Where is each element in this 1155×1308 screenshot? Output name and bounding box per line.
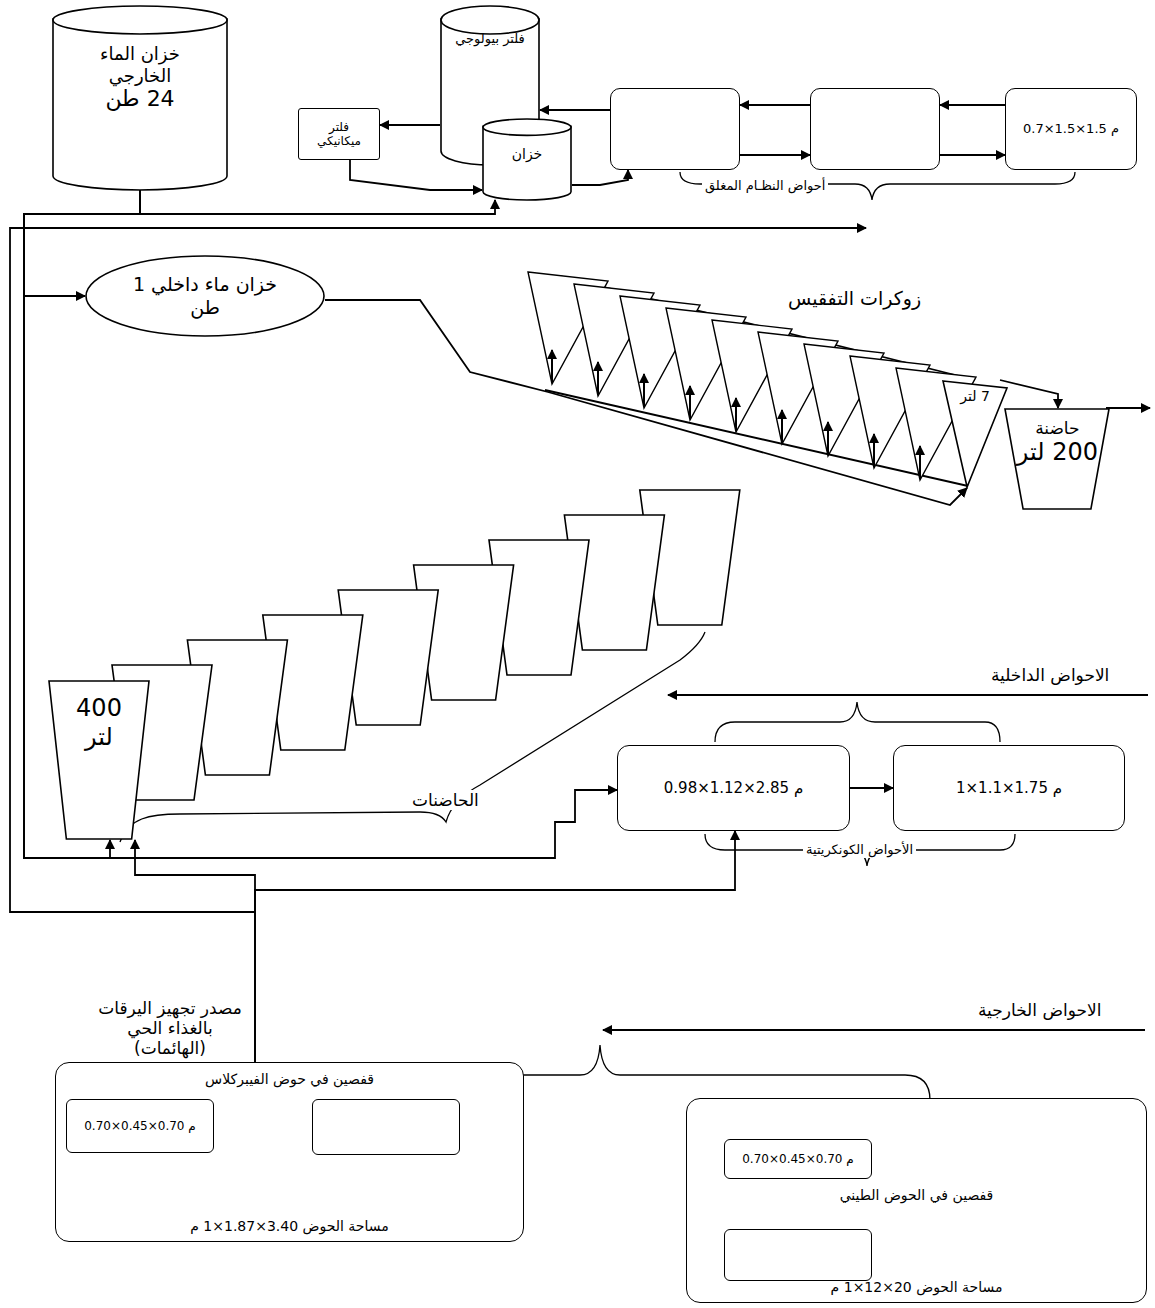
- incubator-shape: [1005, 409, 1109, 509]
- outlet-arrow: [1106, 407, 1150, 409]
- bio-filter-shape: [441, 6, 539, 34]
- node-text: قفصين في الحوض الطيني: [687, 1187, 1146, 1204]
- tank-shape: [483, 119, 571, 135]
- concrete-pond: 1×1.1×1.75 م: [893, 745, 1125, 831]
- closed-pond: [610, 88, 740, 170]
- pipe-connector: [325, 300, 967, 505]
- hatching-jar-shape: [943, 381, 1007, 487]
- node-text: خزان ماء داخلي 1 طن: [120, 273, 290, 319]
- pipe-connector: [740, 104, 810, 106]
- group-brace: [715, 702, 1000, 742]
- pipe-connector: [24, 190, 617, 858]
- node-text: مساحة الحوض 20×12×1 م: [687, 1279, 1146, 1296]
- node-text: 0.70×0.45×0.70 م: [84, 1119, 196, 1133]
- inflow-arrow: [919, 446, 921, 478]
- inner-tank-shape: [86, 256, 324, 336]
- hatching-jar: 7 لتر: [942, 380, 1008, 488]
- node-text: مساحة الحوض 3.40×1.87×1 م: [56, 1218, 523, 1235]
- inflow-arrow: [735, 398, 737, 430]
- inflow-arrow: [873, 434, 875, 466]
- inflow-arrow: [781, 410, 783, 442]
- pipe-connector: [850, 787, 893, 789]
- water-tank: خزان الماء الخارجي24 طن: [52, 5, 228, 190]
- pipe-connector: [540, 109, 610, 111]
- node-text: فلتر ميكانيكي: [306, 120, 372, 149]
- inflow-arrow: [689, 386, 691, 418]
- group-brace: [680, 172, 1075, 200]
- pipe-connector: [140, 190, 495, 214]
- group-label: الاحواض الداخلية: [988, 665, 1112, 685]
- concrete-pond: 0.98×1.12×2.85 م: [617, 745, 850, 831]
- node-text: حاضنة: [1035, 418, 1079, 438]
- inner-tank: خزان ماء داخلي 1 طن: [85, 255, 325, 337]
- incubator-shape: [49, 681, 149, 839]
- mud-pond: قفصين في الحوض الطيني مساحة الحوض 20×12×1…: [686, 1098, 1147, 1303]
- node-text: 1×1.1×1.75 م: [956, 779, 1062, 797]
- water-tank-shape: [53, 6, 227, 34]
- node-text: 24 طن: [105, 86, 174, 112]
- node-text: 0.70×0.45×0.70 م: [742, 1152, 854, 1166]
- node-text: خزان: [512, 146, 543, 163]
- cage: [312, 1099, 460, 1155]
- pipe-connector: [940, 104, 1005, 106]
- cage: 0.70×0.45×0.70 م: [66, 1099, 214, 1153]
- tank-shape: [483, 126, 571, 200]
- pipe-connector: [255, 831, 735, 1062]
- mechanical-filter: فلتر ميكانيكي: [298, 108, 380, 160]
- pipe-connector: [350, 160, 482, 190]
- fiberglass-pond: قفصين في حوض الفيبركلاس مساحة الحوض 3.40×…: [55, 1062, 524, 1242]
- cage: [724, 1229, 872, 1281]
- group-label: زوكرات التفقيس: [785, 287, 924, 310]
- pipe-connector: [740, 154, 810, 156]
- inflow-arrow: [827, 422, 829, 454]
- group-brace: [705, 834, 1015, 866]
- return-pipe: [10, 228, 866, 912]
- node-text: 7 لتر: [960, 388, 990, 405]
- node-text: 0.7×1.5×1.5 م: [1023, 121, 1119, 137]
- node-text: 200 لتر: [1017, 438, 1098, 467]
- group-label: الاحواض الخارجية: [975, 1000, 1104, 1020]
- cage: 0.70×0.45×0.70 م: [724, 1139, 872, 1179]
- pipe-connector: [1000, 380, 1058, 408]
- incubator: حاضنة200 لتر: [1004, 408, 1110, 510]
- group-label: الحاضنات: [409, 790, 482, 810]
- incubator: 400 لتر: [48, 680, 150, 840]
- tank: خزان: [482, 118, 572, 200]
- group-label: أحواض النظـام المغلق: [702, 178, 828, 194]
- pipe-connector: [572, 170, 628, 185]
- closed-pond: [810, 88, 940, 170]
- node-text: 0.98×1.12×2.85 م: [664, 779, 803, 797]
- node-text: خزان الماء الخارجي: [75, 43, 205, 86]
- node-text: فلتر بيولوجي: [455, 31, 525, 47]
- node-text: قفصين في حوض الفيبركلاس: [56, 1071, 523, 1088]
- closed-pond: 0.7×1.5×1.5 م: [1005, 88, 1137, 170]
- inflow-arrow: [551, 350, 553, 382]
- group-label: الأحواض الكونكريتية: [803, 842, 916, 858]
- group-arrow: [603, 1029, 1145, 1031]
- water-tank-shape: [53, 19, 227, 190]
- node-text: 400 لتر: [69, 694, 129, 752]
- group-arrow: [668, 694, 1148, 696]
- pipe-connector: [940, 154, 1005, 156]
- inflow-arrow: [597, 362, 599, 394]
- inflow-arrow: [643, 374, 645, 406]
- pipe-connector: [380, 124, 440, 126]
- group-label: مصدر تجهيز اليرقات بالغذاء الحي (الهائما…: [92, 998, 248, 1058]
